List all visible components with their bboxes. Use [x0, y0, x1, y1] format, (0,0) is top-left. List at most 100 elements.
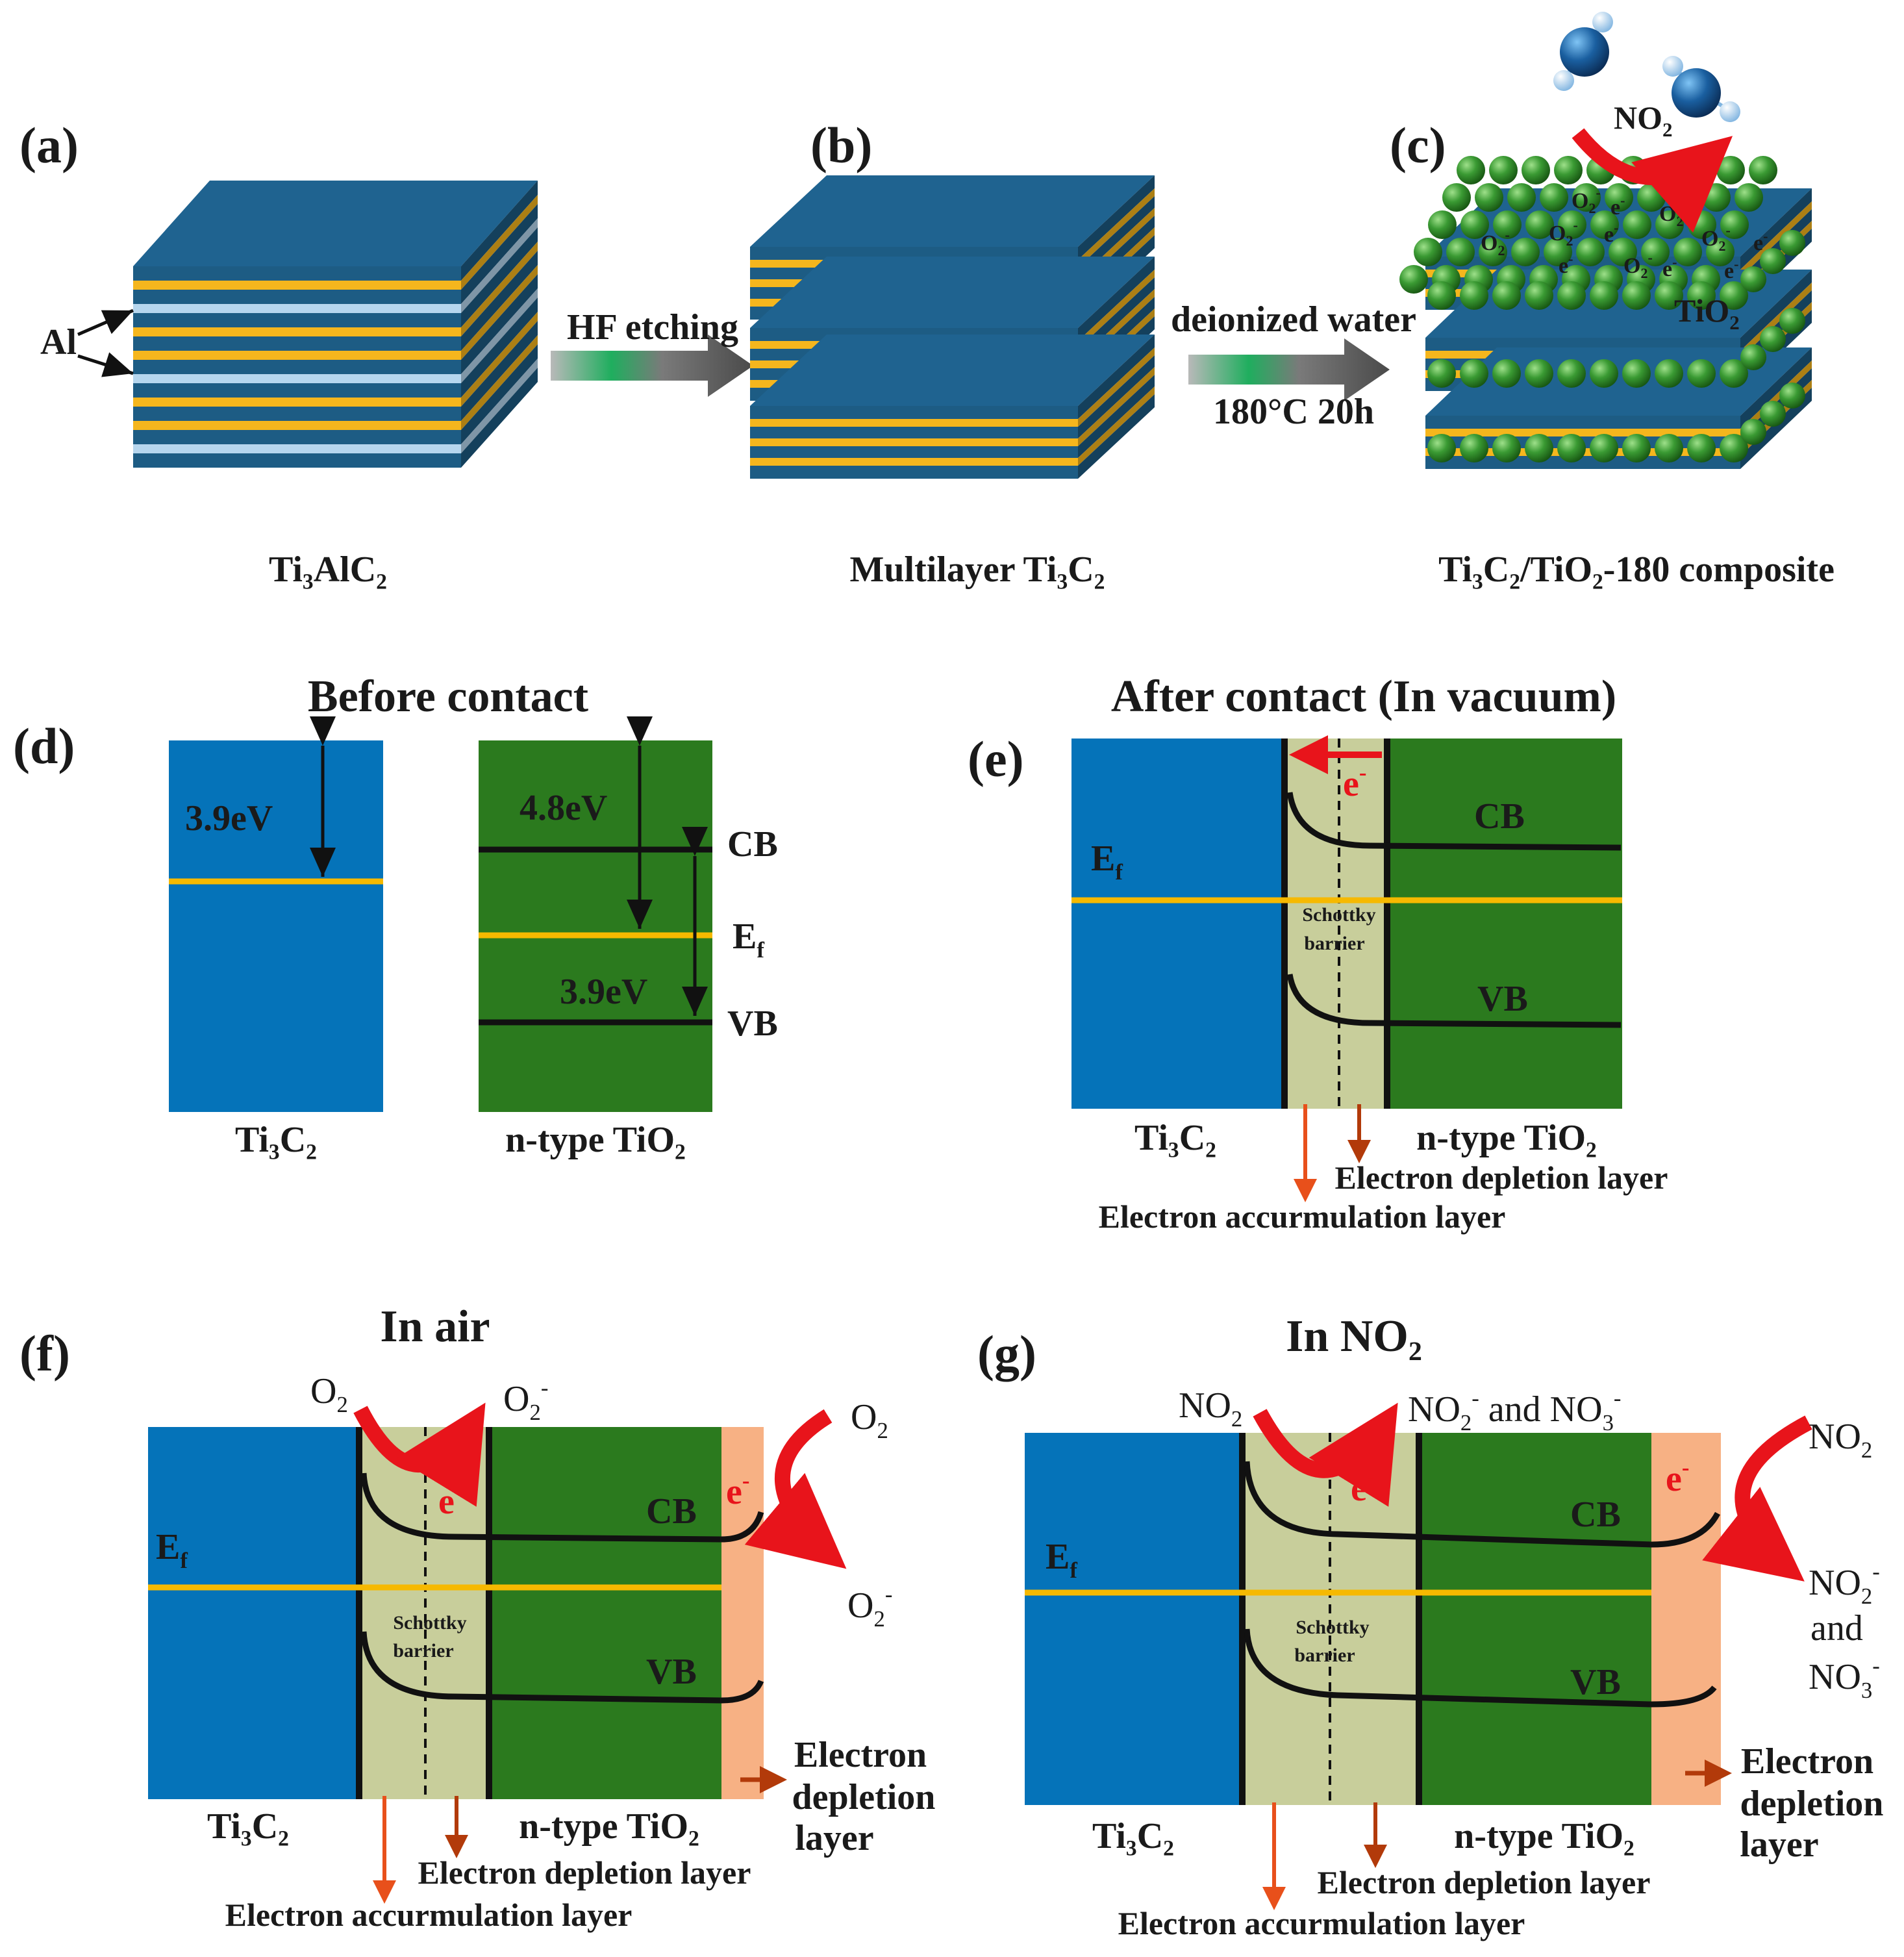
tio2-sphere-icon [1428, 210, 1457, 239]
layer-front [133, 360, 461, 374]
tio2-sphere-icon [1779, 308, 1805, 334]
ef-label: Ef [156, 1527, 188, 1573]
layer-front [133, 398, 461, 407]
tio2-sphere-icon [1427, 434, 1456, 462]
depletion-layer-label: Electron depletion layer [1335, 1159, 1668, 1196]
tio2-sphere-icon [1446, 238, 1475, 266]
layer-side [461, 368, 538, 468]
ti3alc2-stack [133, 181, 538, 468]
products-label: NO2- and NO3- [1408, 1385, 1621, 1435]
layer-front [750, 446, 1078, 458]
tio2-sphere-icon [1605, 183, 1633, 212]
layer-front [133, 351, 461, 360]
tio2-sphere-icon [1687, 281, 1716, 310]
panel-g-title: In NO₂ [1286, 1311, 1422, 1361]
tio2-block [1419, 1433, 1651, 1805]
tio2-sphere-icon [1525, 210, 1554, 239]
tio2-band-gap: 3.9eV [560, 972, 647, 1012]
layer-side [1078, 367, 1155, 446]
tio2-sphere-icon [1475, 183, 1503, 212]
layer-side [461, 242, 538, 336]
layer-side [1078, 355, 1155, 438]
tio2-sphere-icon [1687, 434, 1716, 462]
tio2-sphere-icon [1511, 238, 1540, 266]
panel-c: (c) O2-O2-O2-O2-O2-O2-e-e-e-e-e-e- NO2 T… [1390, 12, 1835, 590]
tio2-sphere-icon [1720, 210, 1749, 239]
no2-molecule-icon [1662, 56, 1740, 122]
tio2-sphere-icon [1460, 359, 1488, 388]
al-pointer-2 [77, 352, 134, 377]
layer-front [133, 304, 461, 313]
tio2-sphere-icon [1622, 359, 1651, 388]
tio2-block [489, 1427, 721, 1799]
layer-front [133, 430, 461, 444]
o2-ion-right-label: O2- [847, 1582, 892, 1632]
layer-side [461, 344, 538, 444]
layer-side [1740, 201, 1812, 277]
tio2-sphere-icon [1557, 359, 1586, 388]
depletion-layer-label: Electron depletion layer [418, 1854, 751, 1891]
layer-side [1078, 257, 1155, 341]
tio2-sphere-icon [1609, 238, 1637, 266]
layer-front [750, 427, 1078, 438]
tio2-sphere-icon [1572, 183, 1601, 212]
surface-species-label: O2- [1549, 217, 1578, 249]
accumulation-layer-label: Electron accurmulation layer [1099, 1198, 1506, 1235]
layer-side [1078, 175, 1155, 260]
vb-label: VB [646, 1652, 697, 1692]
surface-electron-label: e- [726, 1468, 749, 1512]
layer-side [461, 195, 538, 290]
tio2-sphere-icon [1749, 156, 1777, 184]
tio2-sphere-icon [1622, 434, 1651, 462]
o2-out-label: O2- [503, 1375, 548, 1425]
layer-side [1740, 360, 1812, 436]
tio2-sphere-icon [1427, 359, 1456, 388]
layer-front [133, 421, 461, 430]
tio2-sphere-icon [1760, 248, 1786, 274]
tio2-sphere-icon [1427, 281, 1456, 310]
layer-side [461, 218, 538, 313]
tio2-sphere-icon [1460, 434, 1488, 462]
layer-side [461, 251, 538, 351]
ti3c2-block [148, 1427, 359, 1799]
tio2-sphere-icon [1655, 434, 1683, 462]
layer-side [461, 288, 538, 383]
surface-depletion-region [1651, 1433, 1721, 1805]
slab-top [133, 181, 538, 266]
layer-front [133, 374, 461, 383]
tio2-sphere-icon [1540, 183, 1568, 212]
no2-molecule-icon [1553, 12, 1613, 91]
layer-side [461, 227, 538, 327]
layer-side [461, 297, 538, 398]
tio2-sphere-icon [1779, 383, 1805, 409]
surface-electron-label: e- [1666, 1455, 1689, 1499]
ti3c2-work-function: 3.9eV [185, 798, 273, 839]
layer-side [461, 265, 538, 360]
cb-label: CB [1570, 1495, 1621, 1535]
tio2-sphere-icon [1554, 156, 1583, 184]
tio2-sphere-icon [1414, 238, 1442, 266]
tio2-sphere-icon [1399, 265, 1428, 294]
layer-front [1425, 416, 1740, 429]
surface-species-label: e- [1753, 228, 1768, 255]
tio2-sphere-icon [1544, 238, 1572, 266]
layer-front [133, 336, 461, 351]
tio2-sphere-icon [1622, 281, 1651, 310]
tio2-sphere-icon [1457, 156, 1485, 184]
tio2-sphere-icon [1479, 238, 1507, 266]
layer-front [133, 407, 461, 421]
layer-side [461, 321, 538, 421]
electron-label: e- [438, 1478, 462, 1522]
tio2-sphere-icon [1525, 434, 1553, 462]
tio2-work-function: 4.8eV [520, 788, 607, 828]
tio2-sphere-icon [1557, 281, 1586, 310]
panel-f-title: In air [380, 1302, 490, 1352]
tio2-sphere-icon [1590, 210, 1619, 239]
desorption-arrow [1572, 128, 1733, 233]
and-label: and [1810, 1608, 1863, 1648]
layer-side [1078, 394, 1155, 479]
no2-gas-label: NO2 [1614, 99, 1673, 141]
side-depletion-label-2: depletion [1740, 1784, 1884, 1824]
electron-label: e- [1351, 1465, 1374, 1509]
